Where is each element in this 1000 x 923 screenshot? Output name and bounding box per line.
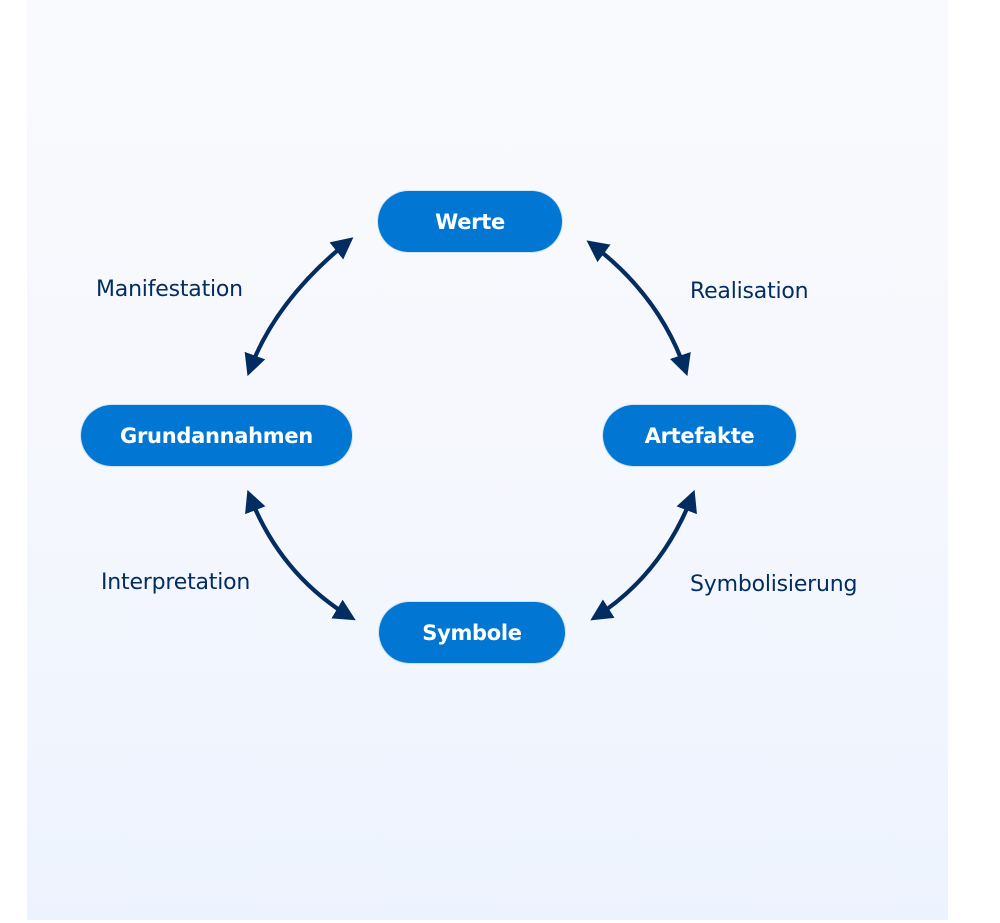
edge-label-interpretation: Interpretation: [101, 570, 251, 595]
node-symbole-label: Symbole: [422, 620, 522, 645]
edge-label-symbolisierung: Symbolisierung: [690, 572, 858, 597]
node-werte-label: Werte: [435, 209, 505, 234]
node-artefakte: Artefakte: [603, 405, 796, 466]
node-artefakte-label: Artefakte: [644, 423, 755, 448]
node-werte: Werte: [378, 191, 562, 252]
arrow-grundannahmen-symbole: [245, 489, 356, 621]
arrow-werte-artefakte: [586, 240, 691, 377]
node-grundannahmen: Grundannahmen: [81, 405, 352, 466]
arrow-werte-grundannahmen: [244, 237, 354, 377]
node-symbole: Symbole: [379, 602, 565, 663]
edge-label-manifestation: Manifestation: [96, 277, 243, 302]
arrow-artefakte-symbole: [590, 489, 697, 621]
edge-label-realisation: Realisation: [690, 279, 809, 304]
node-grundannahmen-label: Grundannahmen: [120, 423, 313, 448]
